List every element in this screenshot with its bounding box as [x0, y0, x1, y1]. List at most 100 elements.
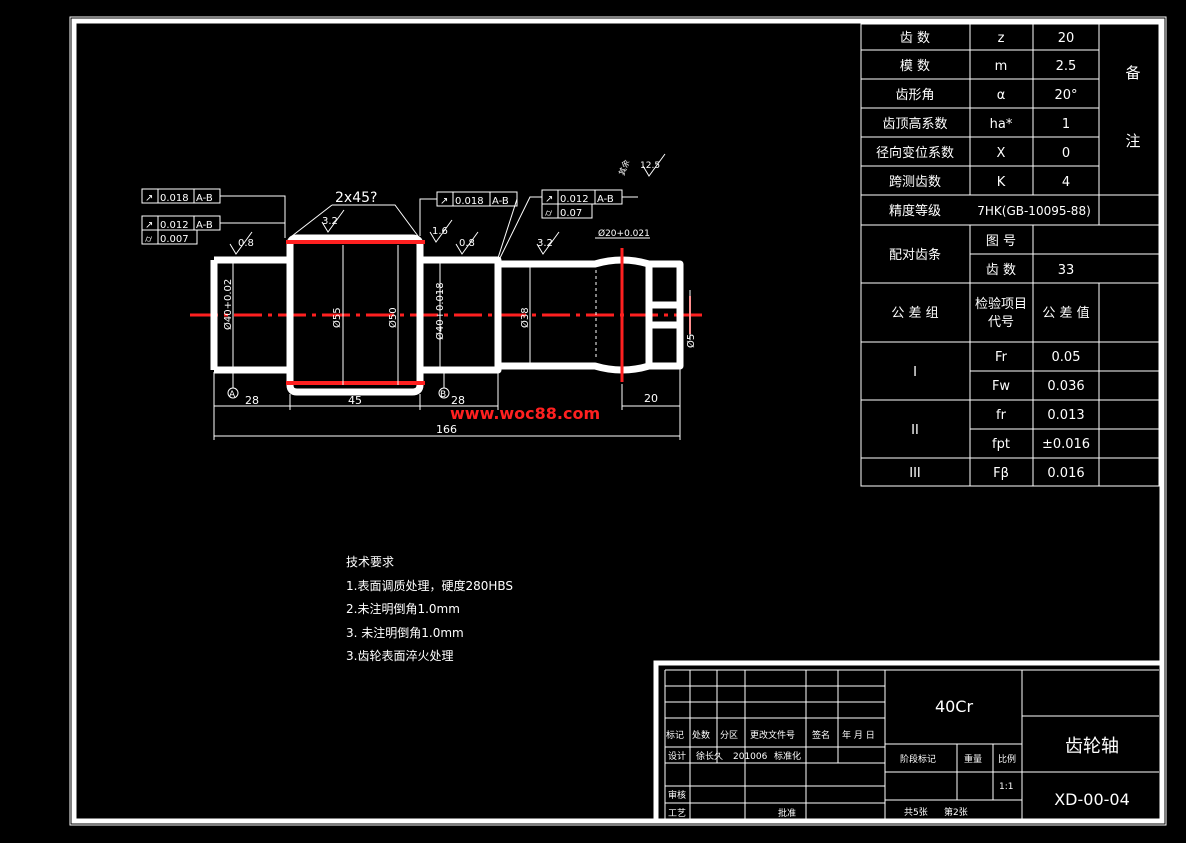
end-slot	[649, 290, 684, 340]
tol5-datum: A-B	[597, 194, 614, 205]
group2-value-1: 0.013	[1047, 408, 1084, 423]
designer: 徐长久	[696, 750, 723, 762]
process-label: 工艺	[668, 808, 686, 819]
dim-mid: 28	[451, 394, 465, 407]
part-name: 齿轮轴	[1065, 736, 1119, 757]
mating-label: 配对齿条	[889, 247, 941, 263]
tech-item-4: 3.齿轮表面淬火处理	[346, 648, 453, 663]
design-label: 设计	[668, 750, 686, 762]
dim-end: 20	[644, 392, 658, 405]
dia-right: Ø38	[519, 307, 531, 328]
group2-value-2: ±0.016	[1042, 437, 1090, 452]
param-name-3: 齿顶高系数	[882, 116, 947, 132]
shaft-outline-lower	[214, 340, 684, 396]
param-value-2: 20°	[1054, 88, 1077, 103]
tol1-symbol: ↗	[145, 193, 153, 204]
check-item-label-2: 代号	[988, 315, 1014, 330]
param-value-4: 0	[1062, 146, 1070, 161]
roughness-2: 3.2	[322, 216, 338, 227]
tol2-symbol: ↗	[145, 220, 153, 231]
param-value-3: 1	[1062, 117, 1070, 132]
remark-label-1: 备	[1125, 64, 1140, 82]
header-count: 处数	[692, 729, 710, 741]
mating-teeth-value: 33	[1058, 263, 1075, 278]
group1-value-2: 0.036	[1047, 379, 1084, 394]
title-block-text: 40Cr 齿轮轴 XD-00-04 标记 处数 分区 更改文件号 签名 年 月 …	[666, 697, 1130, 819]
surface-rest-label: 其余	[616, 158, 631, 176]
group-roman-1: I	[913, 365, 917, 380]
tol4-datum: A-B	[492, 196, 509, 207]
group2-code-2: fpt	[992, 437, 1010, 452]
param-value-5: 4	[1062, 175, 1070, 190]
param-symbol-3: ha*	[990, 117, 1013, 132]
param-symbol-1: m	[995, 59, 1008, 74]
param-symbol-0: z	[998, 31, 1005, 46]
tol3-symbol: ⌭	[145, 234, 153, 245]
roughness-1: 0.8	[238, 238, 254, 249]
dia-end: Ø5	[685, 334, 697, 348]
stage-label: 阶段标记	[900, 753, 936, 765]
datum-a: A	[229, 390, 236, 400]
tol4-symbol: ↗	[440, 196, 448, 207]
remark-label-2: 注	[1125, 132, 1140, 150]
dim-left: 28	[245, 394, 259, 407]
tol5-value: 0.012	[560, 194, 589, 205]
tech-requirements: 技术要求 1.表面调质处理，硬度280HBS 2.未注明倒角1.0mm 3. 未…	[346, 555, 513, 663]
inner-frame	[71, 18, 1165, 824]
param-symbol-4: X	[997, 146, 1006, 161]
header-signature: 签名	[812, 729, 830, 741]
surface-rest-value: 12.5	[640, 161, 660, 171]
dim-gear: 45	[348, 394, 362, 407]
param-name-4: 径向变位系数	[876, 145, 954, 161]
dia-left: Ø40+0.02	[222, 279, 234, 330]
datum-b: B	[440, 390, 446, 400]
header-mark: 标记	[666, 729, 684, 741]
mating-teeth-label: 齿 数	[986, 263, 1016, 278]
tol4-value: 0.018	[455, 196, 484, 207]
param-name-2: 齿形角	[895, 88, 934, 103]
standardization-label: 标准化	[774, 750, 801, 762]
group1-code-1: Fr	[995, 350, 1008, 365]
material: 40Cr	[935, 697, 974, 716]
param-name-0: 齿 数	[900, 31, 930, 46]
param-name-5: 跨测齿数	[889, 175, 941, 190]
param-symbol-5: K	[997, 175, 1006, 190]
roughness-4: 0.8	[459, 238, 475, 249]
roughness-5: 3.2	[537, 238, 553, 249]
shaft-outline-upper	[214, 234, 684, 290]
scale-value: 1:1	[999, 782, 1013, 792]
tech-item-3: 3. 未注明倒角1.0mm	[346, 625, 464, 640]
design-date: 201006	[733, 752, 768, 762]
shaft-drawing: Ø40+0.02 Ø55 Ø50 Ø40+0.018 Ø38 Ø5 Ø20+0.…	[141, 153, 705, 440]
dim-total: 166	[436, 423, 457, 436]
group2-code-1: fr	[996, 408, 1007, 423]
check-item-label-1: 检验项目	[975, 296, 1027, 312]
chamfer-note: 2x45?	[335, 190, 377, 206]
dia-gear: Ø55	[331, 307, 343, 328]
tol-value-label: 公 差 值	[1042, 305, 1089, 321]
group3-value-1: 0.016	[1047, 466, 1084, 481]
param-name-1: 模 数	[900, 59, 930, 74]
group-roman-3: III	[909, 466, 921, 481]
gear-parameter-table	[860, 23, 1160, 487]
outer-frame	[69, 16, 1167, 826]
drawing-number: XD-00-04	[1054, 790, 1130, 809]
param-value-0: 20	[1058, 31, 1075, 46]
scale-label: 比例	[998, 753, 1016, 765]
tech-item-2: 2.未注明倒角1.0mm	[346, 601, 460, 616]
tol3-value: 0.007	[160, 234, 189, 245]
gear-parameter-text: 齿 数 z 20 模 数 m 2.5 齿形角 α 20° 齿顶高系数 ha* 1…	[876, 31, 1141, 481]
tol1-datum: A-B	[196, 193, 213, 204]
tol-group-label: 公 差 组	[891, 306, 938, 321]
tol6-value: 0.07	[560, 208, 582, 219]
header-change-doc: 更改文件号	[750, 729, 795, 741]
group-roman-2: II	[911, 423, 919, 438]
review-label: 审核	[668, 789, 686, 801]
sheet-number: 第2张	[944, 806, 968, 818]
group1-value-1: 0.05	[1052, 350, 1081, 365]
tol6-symbol: ⌭	[545, 208, 553, 219]
mating-drawing-label: 图 号	[986, 234, 1016, 249]
tol2-value: 0.012	[160, 220, 189, 231]
title-block	[653, 660, 1165, 824]
tol2-datum: A-B	[196, 220, 213, 231]
